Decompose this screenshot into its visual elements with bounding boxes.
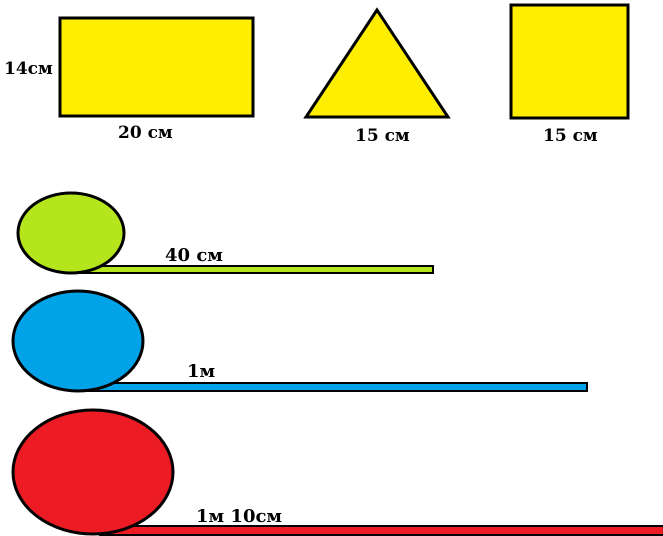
green-circle	[16, 191, 126, 275]
square-group: 15 см	[509, 3, 630, 146]
yellow-square	[509, 3, 630, 120]
blue-circle-group: 1м	[11, 289, 588, 393]
blue-circle	[11, 289, 145, 393]
blue-strip	[79, 382, 588, 392]
green-strip-label: 40 см	[165, 245, 223, 266]
red-circle-group: 1м 10см	[11, 408, 663, 536]
rectangle-width-label: 20 см	[118, 123, 173, 143]
yellow-triangle	[303, 7, 451, 119]
red-strip-label: 1м 10см	[196, 506, 282, 527]
green-strip	[69, 265, 434, 274]
yellow-rectangle	[58, 16, 255, 118]
red-strip	[99, 525, 663, 536]
green-circle-group: 40 см	[16, 191, 434, 275]
square-side-label: 15 см	[543, 126, 598, 146]
red-circle	[11, 408, 175, 536]
rectangle-height-label: 14см	[4, 59, 53, 79]
blue-strip-label: 1м	[187, 361, 216, 382]
rectangle-group: 14см 20 см	[4, 16, 255, 143]
triangle-group: 15 см	[303, 7, 451, 146]
triangle-side-label: 15 см	[355, 126, 410, 146]
